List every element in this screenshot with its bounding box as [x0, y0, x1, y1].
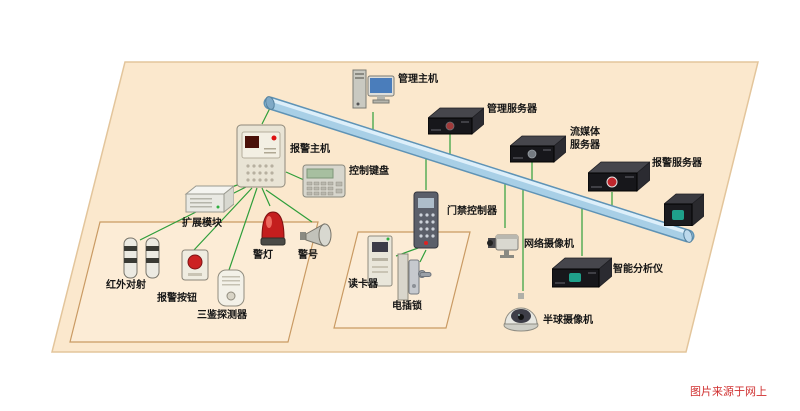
label-alarm-button: 报警按钮 [157, 293, 197, 304]
label-alarm-light: 警灯 [253, 250, 273, 261]
label-alarm-host: 报警主机 [290, 144, 330, 155]
triple-detector-icon [217, 269, 245, 307]
ir-beam-icon [123, 237, 160, 279]
label-streaming-server: 流媒体服务器 [570, 127, 600, 151]
alarm-host-icon [236, 124, 286, 188]
label-management-server: 管理服务器 [487, 104, 537, 115]
label-control-keyboard: 控制键盘 [349, 166, 389, 177]
management-server-icon [428, 107, 484, 135]
device-network-unit [664, 192, 704, 226]
label-alarm-server: 报警服务器 [652, 158, 702, 169]
connection-line [265, 189, 313, 223]
device-alarm-light [254, 204, 292, 248]
management-host-icon [352, 69, 395, 109]
device-expansion-module [184, 184, 234, 216]
intelligent-analyzer-icon [552, 257, 612, 288]
expansion-module-icon [184, 185, 234, 214]
device-management-server [428, 106, 484, 136]
label-ir-beam: 红外对射 [106, 280, 146, 291]
network-camera-icon [487, 234, 519, 258]
device-alarm-host [236, 124, 286, 188]
label-card-reader: 读卡器 [348, 279, 378, 290]
label-management-host: 管理主机 [398, 74, 438, 85]
device-management-host [350, 64, 396, 114]
label-access-controller: 门禁控制器 [447, 206, 497, 217]
device-siren [298, 218, 334, 252]
device-alarm-server [588, 160, 650, 194]
device-triple-detector [214, 268, 248, 308]
device-ir-beam [120, 236, 166, 280]
connection-line [419, 249, 427, 263]
electric-lock-icon [397, 253, 432, 301]
label-dome-camera: 半球摄像机 [543, 315, 593, 326]
device-dome-camera [500, 291, 542, 333]
alarm-light-icon [260, 211, 286, 246]
siren-icon [300, 223, 332, 247]
device-streaming-server [510, 134, 566, 164]
device-control-keyboard [302, 164, 346, 198]
image-credit-text: 图片来源于网上 [690, 386, 767, 398]
device-card-reader [364, 234, 396, 288]
network-unit-icon [664, 193, 704, 226]
dome-camera-icon [503, 293, 539, 332]
card-reader-icon [367, 235, 393, 287]
label-siren: 警号 [298, 250, 318, 261]
access-controller-icon [413, 191, 439, 249]
network-bus [263, 96, 695, 243]
label-intelligent-analyzer: 智能分析仪 [613, 264, 663, 275]
alarm-button-icon [181, 249, 209, 281]
device-network-camera [486, 228, 522, 260]
connection-line [193, 187, 253, 251]
device-intelligent-analyzer [552, 256, 612, 290]
streaming-server-icon [510, 135, 566, 163]
device-alarm-button [180, 248, 210, 282]
device-access-controller [410, 190, 442, 250]
connection-line [261, 187, 271, 207]
connection-line [228, 187, 258, 271]
connection-line [285, 171, 305, 181]
alarm-server-icon [588, 161, 650, 192]
control-keyboard-icon [302, 164, 346, 198]
label-electric-lock: 电插锁 [392, 301, 422, 312]
label-triple-detector: 三鉴探测器 [197, 310, 247, 321]
label-expansion-module: 扩展模块 [182, 218, 222, 229]
label-network-camera: 网络摄像机 [524, 239, 574, 250]
device-electric-lock [394, 252, 432, 302]
